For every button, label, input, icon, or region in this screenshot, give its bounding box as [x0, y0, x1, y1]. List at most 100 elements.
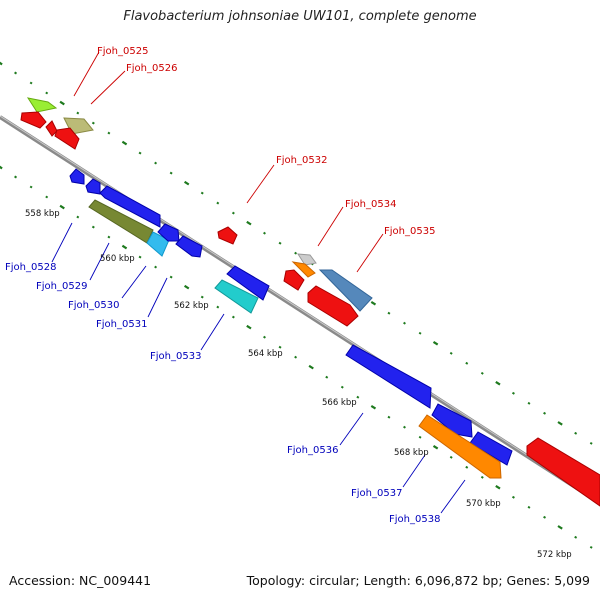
gene-fjoh-0524[interactable]	[20, 111, 47, 129]
tick-dot	[121, 140, 128, 146]
gene-fjoh-0536[interactable]	[345, 344, 432, 409]
tick-dot	[138, 151, 142, 155]
tick-dot	[543, 411, 547, 415]
gene-fjoh-0527b[interactable]	[69, 168, 85, 185]
kbp-label-558: 558 kbp	[25, 209, 60, 219]
tick-dot	[263, 335, 266, 339]
label-fjoh-0535[interactable]: Fjoh_0535	[384, 226, 435, 237]
label-fjoh-0525[interactable]: Fjoh_0525	[97, 46, 148, 57]
tick-dot	[154, 161, 158, 165]
gene-fjoh-0527[interactable]	[54, 127, 80, 150]
gene-red-long[interactable]	[307, 285, 359, 327]
gene-fjoh-0532[interactable]	[217, 226, 238, 245]
tick-dot	[356, 395, 360, 399]
label-fjoh-0528[interactable]: Fjoh_0528	[5, 262, 56, 273]
tick-dot	[184, 284, 190, 290]
callout-0530	[121, 265, 147, 299]
tick-dot	[418, 435, 422, 439]
gene-fjoh-0529[interactable]	[99, 185, 161, 228]
label-fjoh-0537[interactable]: Fjoh_0537	[351, 488, 402, 499]
map-title: Flavobacterium johnsoniae UW101, complet…	[123, 9, 477, 24]
gene-fjoh-0525[interactable]	[26, 97, 58, 113]
label-fjoh-0536[interactable]: Fjoh_0536	[287, 445, 338, 456]
gene-fjoh-0530[interactable]	[88, 199, 154, 244]
tick-dot	[29, 81, 33, 85]
label-fjoh-0532[interactable]: Fjoh_0532	[276, 155, 327, 166]
gene-fjoh-0528[interactable]	[85, 178, 101, 195]
gene-fjoh-0537b[interactable]	[469, 431, 513, 466]
tick-dot	[91, 225, 95, 229]
tick-dot	[231, 315, 235, 319]
genome-backbone	[0, 115, 600, 505]
tick-dot	[574, 535, 578, 539]
tick-dot	[557, 525, 563, 530]
tick-dot	[45, 195, 49, 199]
tick-dot	[154, 265, 158, 269]
gene-fjoh-0531a[interactable]	[157, 223, 180, 242]
tick-dot	[246, 220, 252, 226]
callout-0536	[339, 412, 364, 446]
callout-0533	[200, 313, 225, 351]
tick-dot	[184, 180, 190, 186]
tick-dot	[200, 191, 204, 195]
tick-dot	[527, 505, 531, 509]
tick-dot	[169, 171, 173, 175]
tick-dot	[14, 175, 18, 179]
gene-fjoh-0534[interactable]	[291, 261, 316, 278]
callout-0532	[246, 164, 275, 204]
gene-fjoh-0533a[interactable]	[297, 253, 317, 266]
gene-red-near-0534[interactable]	[283, 269, 305, 291]
tick-dot	[495, 380, 501, 386]
tick-dot	[216, 305, 220, 309]
tick-dot	[200, 295, 204, 299]
tick-dot	[511, 495, 515, 499]
gene-fjoh-0538[interactable]	[418, 414, 502, 479]
kbp-label-560: 560 kbp	[100, 254, 135, 264]
label-fjoh-0534[interactable]: Fjoh_0534	[345, 199, 396, 210]
tick-dot	[45, 91, 49, 95]
tick-dot	[278, 241, 282, 245]
tick-dot	[14, 71, 18, 75]
tick-dot	[325, 375, 329, 379]
label-fjoh-0531[interactable]: Fjoh_0531	[96, 319, 147, 330]
kbp-tick-labels: 558 kbp 560 kbp 562 kbp 564 kbp 566 kbp …	[25, 209, 572, 560]
tick-dot	[403, 321, 406, 325]
tick-dot	[169, 275, 173, 279]
tick-dot	[495, 484, 501, 490]
gene-fjoh-0535[interactable]	[318, 269, 373, 312]
callout-0534	[317, 206, 344, 247]
gene-fjoh-0531b[interactable]	[175, 235, 203, 258]
forward-labels: Fjoh_0525 Fjoh_0526 Fjoh_0532 Fjoh_0534 …	[97, 46, 435, 237]
tick-dot	[449, 351, 453, 355]
label-fjoh-0526[interactable]: Fjoh_0526	[126, 63, 177, 74]
gene-fjoh-0533b[interactable]	[214, 279, 259, 314]
label-fjoh-0538[interactable]: Fjoh_0538	[389, 514, 440, 525]
tick-dot	[387, 415, 391, 419]
label-fjoh-0529[interactable]: Fjoh_0529	[36, 281, 87, 292]
callout-0525	[73, 51, 100, 97]
tick-dot	[278, 345, 282, 349]
tick-dot	[432, 444, 439, 450]
kbp-label-568: 568 kbp	[394, 448, 429, 458]
tick-dot	[121, 244, 128, 250]
tick-dot	[0, 165, 3, 170]
tick-dot	[449, 455, 453, 459]
callout-0535	[356, 233, 384, 273]
tick-dot	[0, 61, 3, 66]
callout-0538	[440, 479, 466, 514]
tick-dot	[107, 235, 111, 239]
tick-dot	[574, 431, 578, 435]
tick-dot	[589, 545, 593, 549]
genome-summary-text: Topology: circular; Length: 6,096,872 bp…	[246, 573, 590, 588]
label-fjoh-0530[interactable]: Fjoh_0530	[68, 300, 119, 311]
reverse-labels: Fjoh_0528 Fjoh_0529 Fjoh_0530 Fjoh_0531 …	[5, 262, 440, 525]
tick-dot	[511, 391, 515, 395]
gene-red-right-end[interactable]	[526, 437, 600, 507]
tick-dot	[527, 401, 531, 405]
kbp-label-564: 564 kbp	[248, 349, 283, 359]
label-fjoh-0533[interactable]: Fjoh_0533	[150, 351, 201, 362]
callout-0526	[90, 70, 126, 105]
tick-dot	[432, 340, 439, 346]
gene-fjoh-0533[interactable]	[226, 265, 270, 301]
